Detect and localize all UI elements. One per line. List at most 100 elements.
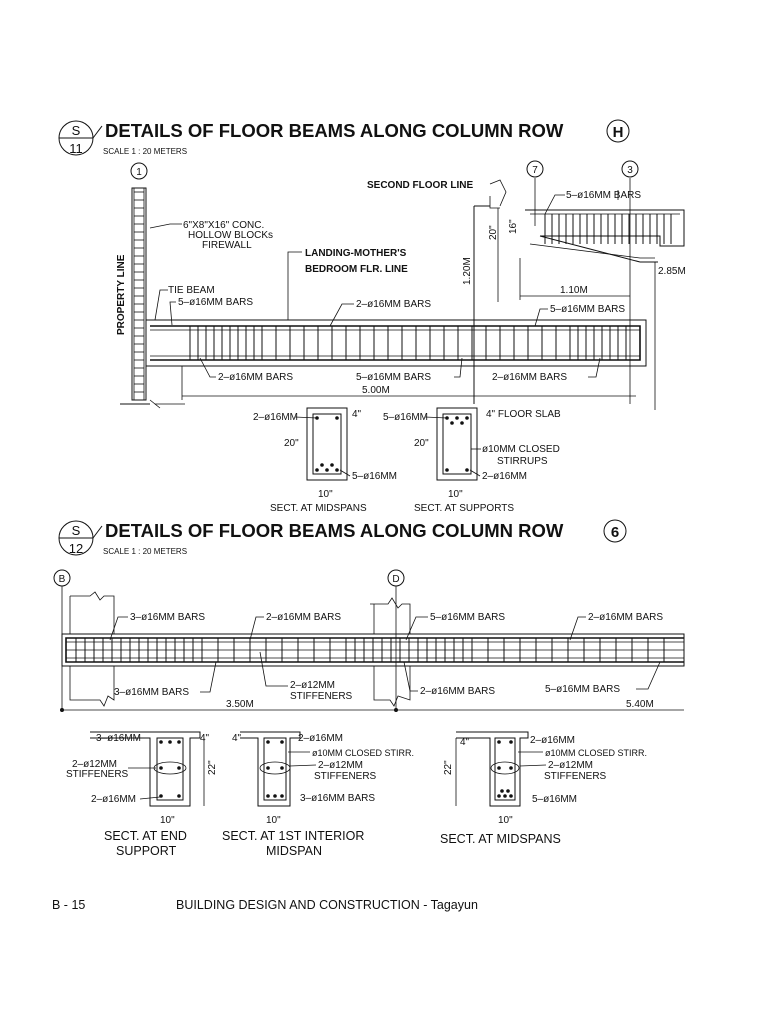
sec1-sup-bottom-label: 2–ø16MM — [482, 471, 527, 482]
hollow-blocks-label-2: HOLLOW BLOCKs — [188, 230, 273, 241]
sec2-end-caption-2: SUPPORT — [116, 844, 177, 858]
sec2-int-stiff-label-1: 2–ø12MM — [318, 760, 363, 771]
grid-bubble-1 — [130, 162, 148, 180]
detail-1-letter: S — [72, 123, 81, 138]
sec2-int-caption-2: MIDSPAN — [266, 844, 322, 858]
d2-stiff-2-label: STIFFENERS — [290, 691, 353, 702]
sec2-mid-stirr-label: ø10MM CLOSED STIRR. — [545, 748, 647, 758]
hollow-blocks-label-1: 6"X8"X16" CONC. — [183, 220, 264, 231]
grid-label-7: 7 — [532, 165, 538, 176]
sec2-mid-stiff-label-2: STIFFENERS — [544, 771, 607, 782]
sec2-end-slab-label: 4" — [200, 733, 210, 744]
mid-top-bars-label: 2–ø16MM BARS — [356, 299, 431, 310]
detail-1-header: S 11 DETAILS OF FLOOR BEAMS ALONG COLUMN… — [58, 119, 630, 156]
d2-span-2-label: 5.40M — [626, 699, 654, 710]
detail-2-row-bubble — [603, 519, 627, 543]
sec1-sup-top-label: 5–ø16MM — [383, 412, 428, 423]
sec2-int-stirr-label: ø10MM CLOSED STIRR. — [312, 748, 414, 758]
landing-label-1: LANDING-MOTHER'S — [305, 248, 407, 259]
sec1-mid-bottom-label: 5–ø16MM — [352, 471, 397, 482]
detail-1-elevation: 1 7 3 PROPERTY LINE 6"X8"X16" CONC. HOLL… — [116, 160, 686, 410]
d2-span-1-label: 3.50M — [226, 699, 254, 710]
dim-20-label: 20" — [488, 225, 499, 240]
detail-2-row: 6 — [611, 524, 619, 541]
sec2-end-bottom-label: 2–ø16MM — [91, 794, 136, 805]
sec2-int-top-label: 2–ø16MM — [298, 733, 343, 744]
sec1-sup-slab-label: 4" FLOOR SLAB — [486, 409, 561, 420]
detail-1-title: DETAILS OF FLOOR BEAMS ALONG COLUMN ROW — [105, 120, 564, 141]
grid-label-B: B — [59, 574, 66, 585]
book-title: BUILDING DESIGN AND CONSTRUCTION - Tagay… — [176, 898, 478, 912]
d2-stiff-1-label: 2–ø12MM — [290, 680, 335, 691]
sec2-end-caption-1: SECT. AT END — [104, 829, 187, 843]
sec1-sup-caption: SECT. AT SUPPORTS — [414, 503, 514, 514]
bottom-mid-bars-label: 5–ø16MM BARS — [356, 372, 431, 383]
firewall — [120, 187, 185, 409]
page-number: B - 15 — [52, 898, 85, 912]
detail-2-title: DETAILS OF FLOOR BEAMS ALONG COLUMN ROW — [105, 520, 564, 541]
sec2-end-depth-label: 22" — [207, 760, 218, 775]
sec1-mid-width-label: 10" — [318, 489, 333, 500]
detail-2-header: S 12 DETAILS OF FLOOR BEAMS ALONG COLUMN… — [58, 519, 627, 556]
sec2-int-caption-1: SECT. AT 1ST INTERIOR — [222, 829, 364, 843]
sec2-end-width-label: 10" — [160, 815, 175, 826]
grid-label-3: 3 — [627, 165, 633, 176]
sec2-mid-width-label: 10" — [498, 815, 513, 826]
hollow-blocks-label-3: FIREWALL — [202, 240, 252, 251]
detail-1-section-support: 5–ø16MM 4" FLOOR SLAB 20" ø10MM CLOSED S… — [383, 407, 561, 514]
sec1-mid-caption: SECT. AT MIDSPANS — [270, 503, 367, 514]
landing-label-2: BEDROOM FLR. LINE — [305, 264, 408, 275]
sec2-mid-depth-label: 22" — [443, 760, 454, 775]
sec2-int-slab-label: 4" — [232, 733, 242, 744]
detail-1-row: H — [613, 124, 624, 141]
tie-beam-label: TIE BEAM — [168, 285, 215, 296]
right-top-bars-label: 5–ø16MM BARS — [550, 304, 625, 315]
grid-bubble-3 — [621, 160, 639, 178]
sec2-int-bottom-label: 3–ø16MM BARS — [300, 793, 375, 804]
bottom-left-bars-label: 2–ø16MM BARS — [218, 372, 293, 383]
d2-top-4-label: 2–ø16MM BARS — [588, 612, 663, 623]
d2-bot-1-label: 3–ø16MM BARS — [114, 687, 189, 698]
bottom-right-bars-label: 2–ø16MM BARS — [492, 372, 567, 383]
sec1-sup-stirrups-label-1: ø10MM CLOSED — [482, 444, 560, 455]
bars-top-right-label: 5–ø16MM BARS — [566, 190, 641, 201]
detail-2-elevation: B D 3–ø16MM BARS 2–ø16MM BARS 5–ø16MM BA… — [53, 569, 685, 712]
d2-top-1-label: 3–ø16MM BARS — [130, 612, 205, 623]
detail-1-sheet: 11 — [69, 141, 83, 156]
sec1-sup-depth-label: 20" — [414, 438, 429, 449]
sec2-mid-caption: SECT. AT MIDSPANS — [440, 832, 561, 846]
sec1-mid-slab-label: 4" — [352, 409, 362, 420]
detail-2-scale: SCALE 1 : 20 METERS — [103, 547, 187, 556]
sec2-mid-stiff-label-1: 2–ø12MM — [548, 760, 593, 771]
sec2-mid-slab-label: 4" — [460, 737, 470, 748]
detail-2-sheet: 12 — [69, 541, 83, 556]
sec2-mid-bottom-label: 5–ø16MM — [532, 794, 577, 805]
d2-top-2-label: 2–ø16MM BARS — [266, 612, 341, 623]
sec2-end-stiff-label-1: 2–ø12MM — [72, 759, 117, 770]
detail-1-scale: SCALE 1 : 20 METERS — [103, 147, 187, 156]
sec2-end-top-label: 3–ø16MM — [96, 733, 141, 744]
sec2-int-width-label: 10" — [266, 815, 281, 826]
detail-1-row-bubble — [606, 119, 630, 143]
grid-label-1: 1 — [136, 167, 142, 178]
dim-120-label: 1.20M — [462, 257, 473, 285]
second-floor-line-label: SECOND FLOOR LINE — [367, 180, 473, 191]
sec2-int-stiff-label-2: STIFFENERS — [314, 771, 377, 782]
beam-1-outline — [145, 319, 647, 367]
grid-bubble-7 — [526, 160, 544, 178]
d2-bot-2-label: 2–ø16MM BARS — [420, 686, 495, 697]
sec1-mid-depth-label: 20" — [284, 438, 299, 449]
span-label: 5.00M — [362, 385, 390, 396]
grid-label-D: D — [392, 574, 399, 585]
left-top-bars-label: 5–ø16MM BARS — [178, 297, 253, 308]
sec2-mid-top-label: 2–ø16MM — [530, 735, 575, 746]
d2-bot-3-label: 5–ø16MM BARS — [545, 684, 620, 695]
detail-2-section-end-support: 3–ø16MM 4" 2–ø12MM STIFFENERS 22" 2–ø16M… — [66, 731, 218, 858]
dim-16-label: 16" — [508, 219, 519, 234]
d2-top-3-label: 5–ø16MM BARS — [430, 612, 505, 623]
sec2-end-stiff-label-2: STIFFENERS — [66, 769, 129, 780]
sec1-sup-width-label: 10" — [448, 489, 463, 500]
sec1-sup-stirrups-label-2: STIRRUPS — [497, 456, 548, 467]
detail-1-section-midspan: 2–ø16MM 4" 20" 5–ø16MM 10" SECT. AT MIDS… — [253, 407, 397, 514]
